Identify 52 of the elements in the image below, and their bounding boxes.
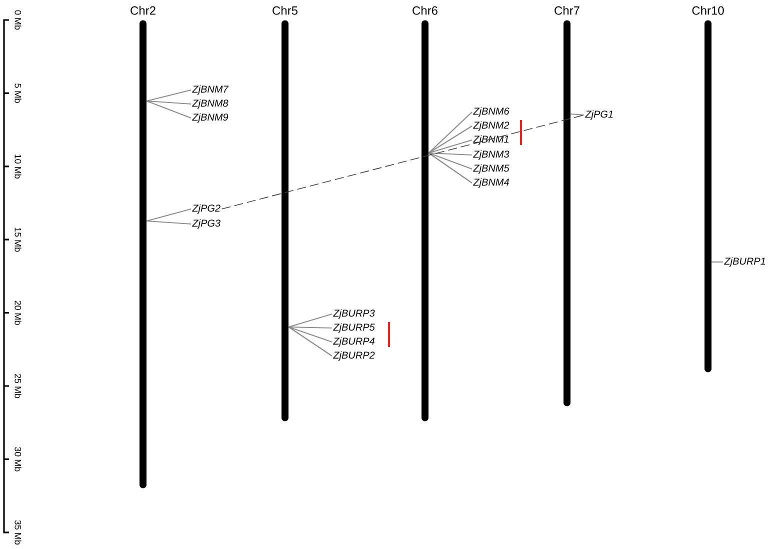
- leader-line: [428, 152, 472, 156]
- gene-label: ZjBURP4: [333, 337, 374, 347]
- leader-line: [288, 326, 332, 343]
- leader-line: [428, 112, 472, 154]
- gene-label: ZjPG3: [192, 219, 220, 229]
- gene-label: ZjBURP3: [333, 309, 375, 319]
- gene-label: ZjBNM5: [473, 164, 510, 174]
- gene-label: ZjPG1: [585, 110, 613, 120]
- tick-label: 15 Mb: [14, 228, 22, 252]
- leader-line: [146, 100, 192, 119]
- chromosome-label: Chr5: [272, 6, 298, 15]
- leader-line: [712, 261, 723, 263]
- tick-label: 0 Mb: [14, 10, 22, 30]
- gene-label: ZjBURP5: [333, 323, 375, 333]
- chromosome-bar: [422, 20, 428, 422]
- gene-label: ZjBNM8: [192, 99, 228, 109]
- gene-label: ZjBNM2: [473, 121, 510, 131]
- leader-line: [428, 126, 472, 154]
- leader-line: [146, 100, 192, 105]
- leader-line: [288, 326, 332, 329]
- gene-label: ZjBURP2: [333, 351, 375, 361]
- leader-line: [288, 326, 332, 356]
- chromosome-label: Chr7: [554, 6, 580, 15]
- gene-label: ZjBNM6: [473, 107, 510, 117]
- leader-line: [146, 89, 192, 102]
- chromosome-bar: [282, 20, 288, 422]
- tick-label: 10 Mb: [14, 154, 22, 179]
- tick-label: 20 Mb: [14, 300, 22, 325]
- leader-line: [428, 152, 472, 170]
- leader-line: [146, 208, 192, 222]
- gene-label: ZjPG2: [192, 204, 220, 214]
- gene-label: ZjBNM7: [192, 85, 229, 95]
- gene-label: ZjBNM3: [473, 150, 510, 160]
- duplication-line: [221, 114, 584, 210]
- leader-line: [428, 152, 472, 184]
- chromosome-bar: [564, 20, 570, 406]
- tick-label: 25 Mb: [14, 374, 22, 398]
- gene-label: ZjBURP1: [724, 257, 766, 267]
- tick-label: 30 Mb: [14, 447, 22, 472]
- chromosome-label: Chr6: [412, 6, 438, 15]
- chromosome-label: Chr10: [692, 6, 724, 15]
- gene-label: ZjBNM9: [192, 113, 228, 123]
- tick-label: 5 Mb: [14, 84, 22, 103]
- leader-line: [146, 220, 192, 225]
- chromosome-bar: [704, 20, 712, 372]
- tick-label: 35 Mb: [14, 520, 22, 544]
- gene-label: ZjBNM4: [473, 178, 509, 188]
- leader-line: [570, 113, 584, 116]
- leader-line: [428, 139, 472, 154]
- chromosome-bar: [140, 20, 146, 488]
- chromosome-label: Chr2: [130, 6, 156, 15]
- leader-line: [288, 313, 332, 328]
